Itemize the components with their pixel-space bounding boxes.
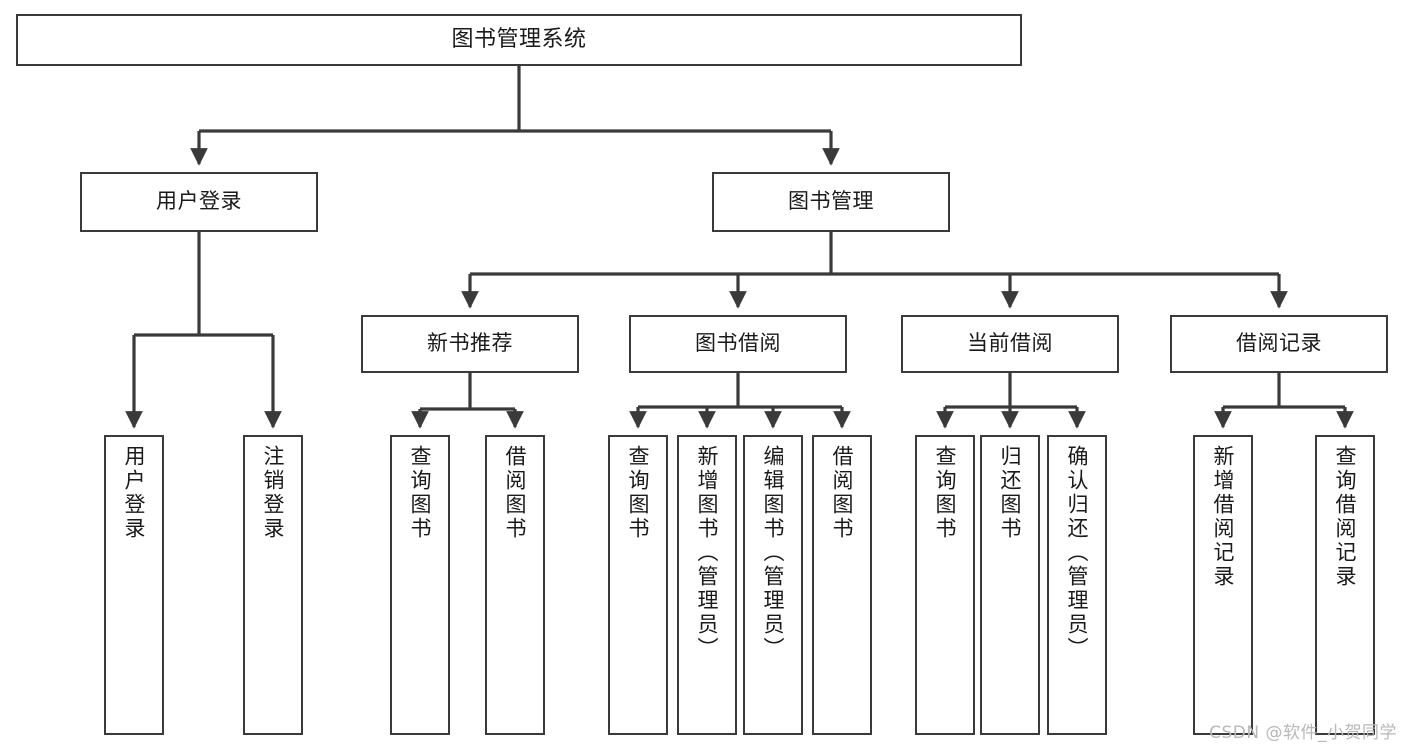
node-leaf-query-record-label: 查询借阅记录: [1333, 445, 1358, 589]
node-leaf-user-login[interactable]: 用户登录: [104, 435, 164, 735]
node-current-borrow-label: 当前借阅: [967, 331, 1053, 356]
node-leaf-add-book-label: 新增图书（管理员）: [695, 445, 720, 661]
node-leaf-query-record[interactable]: 查询借阅记录: [1315, 435, 1375, 735]
node-new-book-recommend-label: 新书推荐: [427, 331, 513, 356]
node-user-login-label: 用户登录: [156, 189, 242, 214]
node-leaf-add-book[interactable]: 新增图书（管理员）: [677, 435, 737, 735]
node-leaf-borrow-book-2-label: 借阅图书: [830, 445, 855, 541]
node-current-borrow[interactable]: 当前借阅: [901, 315, 1119, 373]
node-book-manage-label: 图书管理: [788, 189, 874, 214]
node-leaf-borrow-book-2[interactable]: 借阅图书: [812, 435, 872, 735]
node-book-borrow[interactable]: 图书借阅: [629, 315, 847, 373]
node-leaf-add-record[interactable]: 新增借阅记录: [1193, 435, 1253, 735]
node-leaf-borrow-book-1-label: 借阅图书: [503, 445, 528, 541]
node-leaf-query-book-2-label: 查询图书: [626, 445, 651, 541]
node-leaf-query-book-3-label: 查询图书: [933, 445, 958, 541]
node-borrow-record[interactable]: 借阅记录: [1170, 315, 1388, 373]
node-leaf-user-login-label: 用户登录: [122, 445, 147, 541]
node-leaf-query-book-1-label: 查询图书: [408, 445, 433, 541]
node-book-borrow-label: 图书借阅: [695, 331, 781, 356]
node-leaf-add-record-label: 新增借阅记录: [1211, 445, 1236, 589]
node-leaf-logout-label: 注销登录: [261, 445, 286, 541]
node-user-login[interactable]: 用户登录: [80, 172, 318, 232]
node-leaf-confirm-return-label: 确认归还（管理员）: [1065, 445, 1090, 661]
node-new-book-recommend[interactable]: 新书推荐: [361, 315, 579, 373]
node-root[interactable]: 图书管理系统: [16, 14, 1022, 66]
node-leaf-return-book[interactable]: 归还图书: [980, 435, 1040, 735]
node-leaf-edit-book[interactable]: 编辑图书（管理员）: [743, 435, 803, 735]
node-borrow-record-label: 借阅记录: [1236, 331, 1322, 356]
node-leaf-query-book-2[interactable]: 查询图书: [608, 435, 668, 735]
node-leaf-query-book-3[interactable]: 查询图书: [915, 435, 975, 735]
node-leaf-logout[interactable]: 注销登录: [243, 435, 303, 735]
node-leaf-edit-book-label: 编辑图书（管理员）: [761, 445, 786, 661]
node-book-manage[interactable]: 图书管理: [712, 172, 950, 232]
node-leaf-return-book-label: 归还图书: [998, 445, 1023, 541]
node-leaf-confirm-return[interactable]: 确认归还（管理员）: [1047, 435, 1107, 735]
node-leaf-query-book-1[interactable]: 查询图书: [390, 435, 450, 735]
node-root-label: 图书管理系统: [451, 26, 587, 52]
node-leaf-borrow-book-1[interactable]: 借阅图书: [485, 435, 545, 735]
